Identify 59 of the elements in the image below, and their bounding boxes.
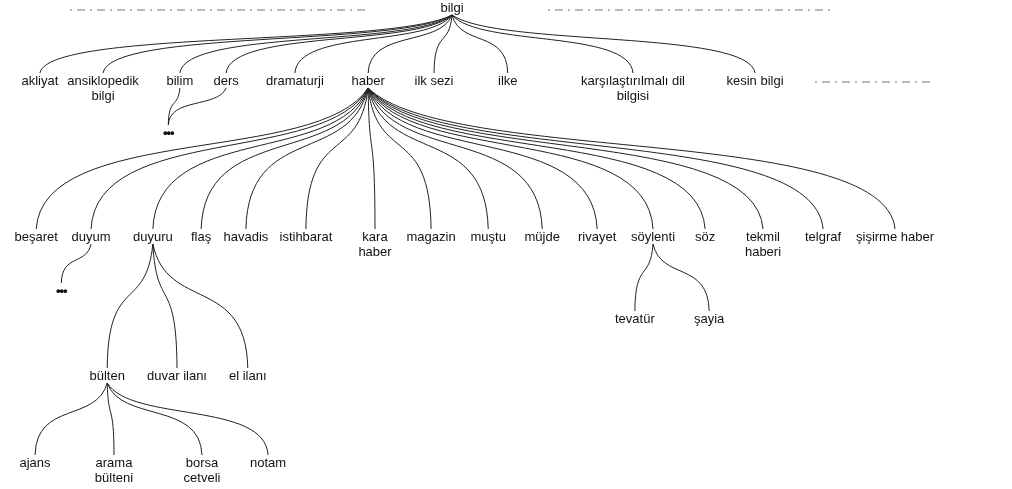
term-label: tekmil haberi <box>737 229 789 259</box>
tree-branch-line <box>451 14 509 74</box>
term-label: müjde <box>523 229 561 244</box>
term-label: muştu <box>469 229 507 244</box>
term-label: el ilanı <box>228 368 268 383</box>
term-label: telgraf <box>804 229 843 244</box>
tree-branch-line <box>106 382 115 456</box>
tree-branch-line <box>167 87 227 126</box>
term-label: notam <box>249 455 288 470</box>
term-label: tevatür <box>614 311 656 326</box>
tree-branch-line <box>634 243 654 312</box>
tree-branch-line <box>451 14 756 74</box>
term-label: ansiklopedik bilgi <box>62 73 144 103</box>
tree-branch-line <box>34 382 108 456</box>
term-label: bülten <box>88 368 126 383</box>
tree-branch-line <box>200 87 369 230</box>
term-label: istihbarat <box>278 229 334 244</box>
tree-branch-line <box>90 87 369 230</box>
tree-branch-line <box>60 243 92 284</box>
term-label: flaş <box>190 229 213 244</box>
tree-branch-line <box>152 243 249 369</box>
term-label: bilgi <box>439 0 465 15</box>
term-label: şişirme haber <box>855 229 936 244</box>
tree-branch-line <box>294 14 453 74</box>
ellipsis-mark: ••• <box>162 125 175 140</box>
tree-branch-line <box>652 243 710 312</box>
term-label: borsa cetveli <box>175 455 229 485</box>
tree-branch-line <box>451 14 634 74</box>
term-label: ders <box>212 73 240 88</box>
term-label: rivayet <box>577 229 618 244</box>
tree-branch-line <box>433 14 453 74</box>
term-label: duvar ilanı <box>146 368 208 383</box>
term-label: karşılaştırılmalı dil bilgisi <box>577 73 689 103</box>
term-label: ilk sezi <box>413 73 455 88</box>
tree-branch-line <box>106 382 269 456</box>
ellipsis-mark: ••• <box>55 283 68 298</box>
tree-branch-line <box>225 14 453 74</box>
term-label: söylenti <box>630 229 677 244</box>
term-label: havadis <box>222 229 270 244</box>
term-label: ajans <box>18 455 52 470</box>
term-label: dramaturji <box>265 73 325 88</box>
term-label: haber <box>350 73 386 88</box>
term-label: kesin bilgi <box>725 73 785 88</box>
term-label: magazin <box>405 229 457 244</box>
term-label: duyuru <box>132 229 174 244</box>
tree-branch-line <box>35 87 369 230</box>
tree-branch-line <box>39 14 453 74</box>
tree-branch-line <box>367 87 543 230</box>
term-label: akliyat <box>20 73 60 88</box>
term-label: ilke <box>497 73 519 88</box>
term-label: kara haber <box>356 229 394 259</box>
term-label: beşaret <box>13 229 59 244</box>
term-label: bilim <box>165 73 195 88</box>
term-label: arama bülteni <box>85 455 143 485</box>
term-label: duyum <box>70 229 112 244</box>
term-label: şayia <box>693 311 726 326</box>
tree-branch-line <box>367 14 453 74</box>
tree-branch-line <box>152 243 178 369</box>
term-label: söz <box>694 229 717 244</box>
